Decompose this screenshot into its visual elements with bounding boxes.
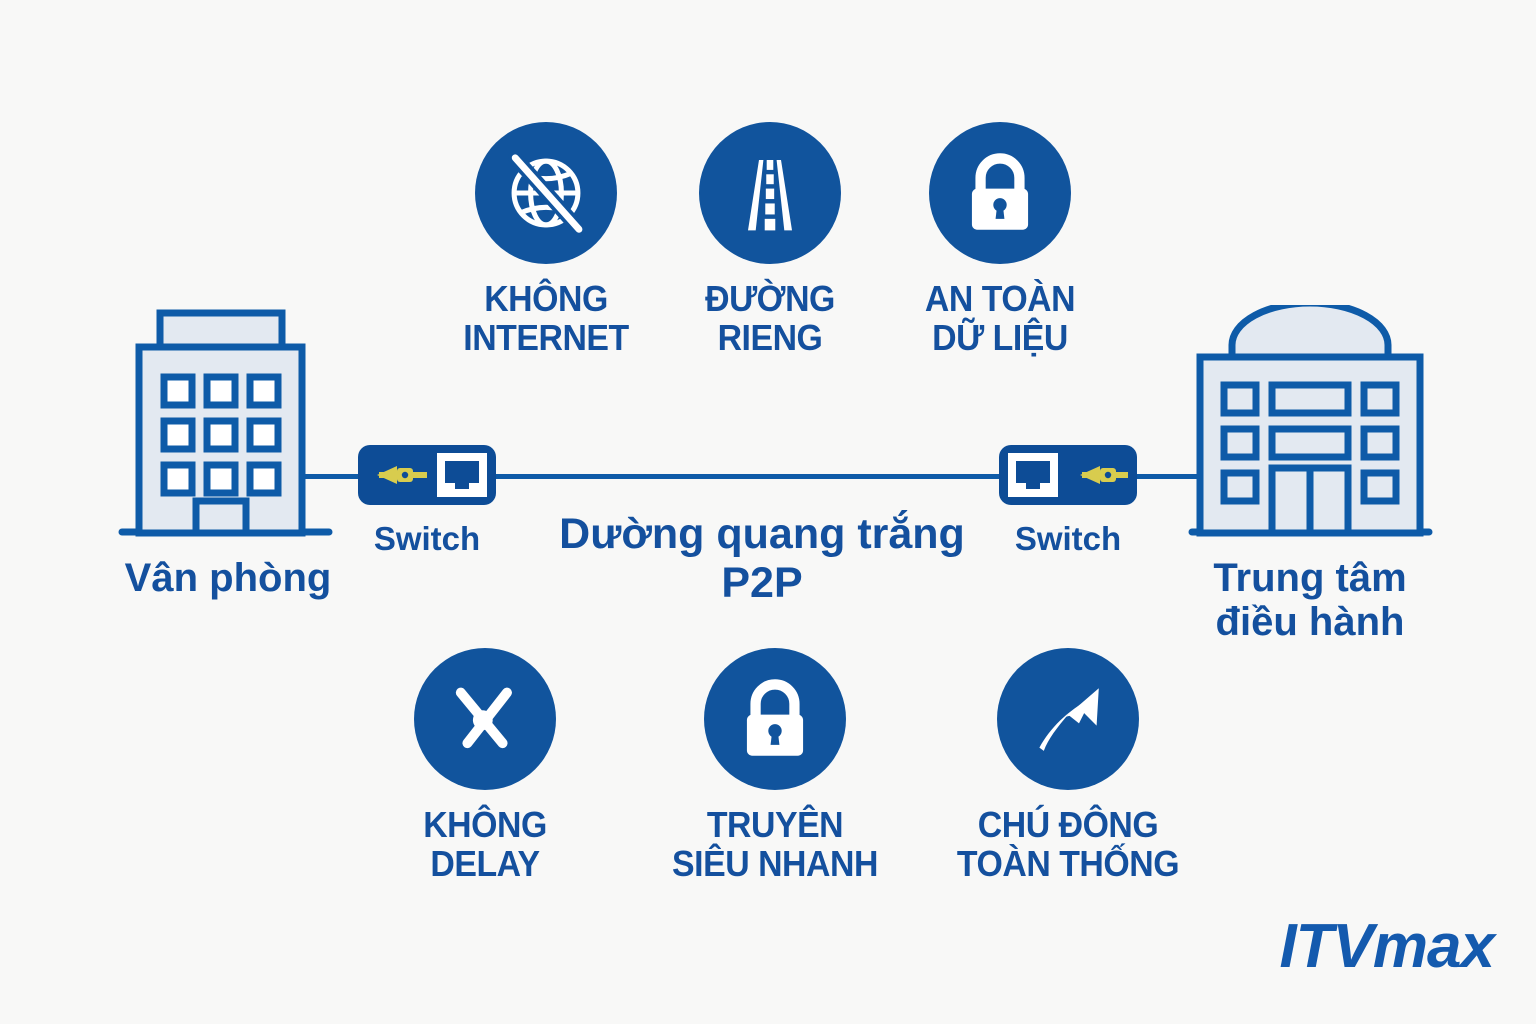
no-internet-globe-icon <box>475 122 617 264</box>
feature-label-line1: KHÔNG <box>423 804 547 845</box>
node-label-line2: điều hành <box>1215 600 1405 644</box>
feature-ultra-fast-transfer: TRUYÊN SIÊU NHANH <box>645 648 905 884</box>
feature-label-line1: ĐƯỜNG <box>705 278 835 319</box>
growth-arrow-icon <box>997 648 1139 790</box>
feature-label: TRUYÊN SIÊU NHANH <box>653 804 897 884</box>
office-building-icon <box>118 305 333 545</box>
switch-label-right: Switch <box>1014 520 1122 557</box>
switch-left <box>357 444 497 511</box>
link-switch-to-right-building <box>1133 474 1201 479</box>
feature-label-line1: AN TOÀN <box>924 278 1076 319</box>
feature-label: KHÔNG DELAY <box>363 804 607 884</box>
node-label-line1: Trung tâm <box>1213 556 1407 600</box>
feature-label: AN TOÀN DỮ LIỆU <box>878 278 1122 358</box>
link-left-building-to-switch <box>305 474 367 479</box>
itvmax-logo: ITVmax <box>1279 912 1495 981</box>
feature-no-delay: KHÔNG DELAY <box>355 648 615 884</box>
feature-label-line1: CHÚ ĐÔNG <box>977 804 1159 845</box>
link-fiber-p2p <box>492 474 1010 479</box>
feature-label-line2: INTERNET <box>463 316 629 358</box>
plug-arrow-icon <box>1080 466 1128 484</box>
clock-no-delay-icon <box>414 648 556 790</box>
padlock-icon <box>704 648 846 790</box>
feature-label-line2: DỮ LIỆU <box>932 316 1068 358</box>
switch-label-left: Switch <box>373 520 481 557</box>
rj45-port-icon <box>437 453 487 497</box>
feature-private-road: ĐƯỜNG RIENG <box>640 122 900 358</box>
feature-label: CHÚ ĐÔNG TOÀN THỐNG <box>946 804 1190 884</box>
feature-label-line2: RIENG <box>717 316 823 358</box>
feature-label: KHÔNG INTERNET <box>424 278 668 358</box>
private-road-icon <box>699 122 841 264</box>
padlock-icon <box>929 122 1071 264</box>
operations-center-building-icon <box>1188 299 1433 545</box>
feature-label-line1: TRUYÊN <box>706 804 844 845</box>
feature-label-line2: TOÀN THỐNG <box>956 842 1180 884</box>
feature-label: ĐƯỜNG RIENG <box>648 278 892 358</box>
plug-arrow-icon <box>377 466 427 484</box>
fiber-link-caption-line1: Dường quang trắng <box>559 510 965 558</box>
node-label-office: Vân phòng <box>124 556 332 600</box>
switch-right <box>998 444 1138 511</box>
fiber-link-caption: Dường quang trắng P2P <box>452 510 1072 609</box>
rj45-port-icon <box>1008 453 1058 497</box>
feature-no-internet: KHÔNG INTERNET <box>416 122 676 358</box>
feature-label-line2: SIÊU NHANH <box>672 842 878 884</box>
fiber-link-caption-line2: P2P <box>721 559 803 608</box>
feature-label-line2: DELAY <box>430 842 540 884</box>
feature-proactive-monitoring: CHÚ ĐÔNG TOÀN THỐNG <box>938 648 1198 884</box>
node-label-operations-center: Trung tâm điều hành <box>1130 556 1490 644</box>
feature-label-line1: KHÔNG <box>484 278 608 319</box>
feature-data-security: AN TOÀN DỮ LIỆU <box>870 122 1130 358</box>
